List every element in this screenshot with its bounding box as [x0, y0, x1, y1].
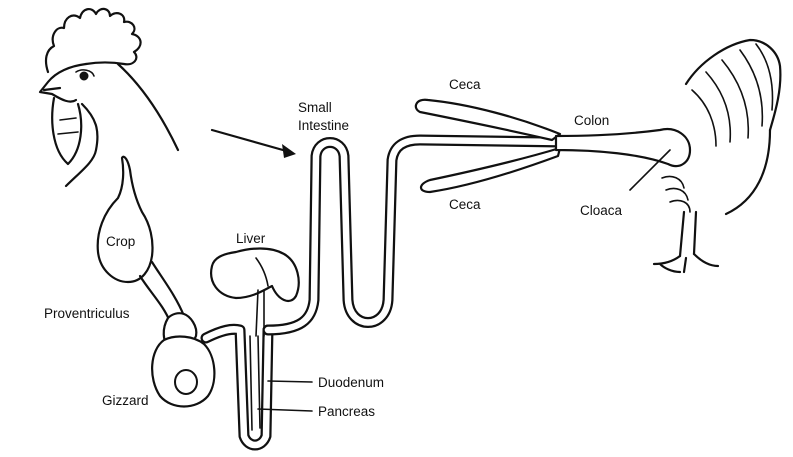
label-small-intestine-line2: Intestine — [298, 118, 349, 133]
label-duodenum: Duodenum — [318, 375, 384, 390]
label-liver: Liver — [236, 231, 266, 246]
label-ceca-top: Ceca — [449, 77, 481, 92]
label-cloaca: Cloaca — [580, 203, 623, 218]
label-crop: Crop — [106, 234, 135, 249]
colon-cloaca — [556, 129, 690, 166]
label-colon: Colon — [574, 113, 609, 128]
direction-arrow — [212, 130, 296, 158]
duodenum-loop — [206, 290, 268, 445]
upper-digestive-tract — [98, 157, 215, 407]
label-small-intestine-line1: Small — [298, 100, 332, 115]
label-gizzard: Gizzard — [102, 393, 149, 408]
rooster-head-outline — [40, 9, 178, 186]
label-ceca-bottom: Ceca — [449, 197, 481, 212]
label-proventriculus: Proventriculus — [44, 306, 130, 321]
label-pancreas: Pancreas — [318, 404, 375, 419]
liver-organ — [211, 249, 299, 301]
